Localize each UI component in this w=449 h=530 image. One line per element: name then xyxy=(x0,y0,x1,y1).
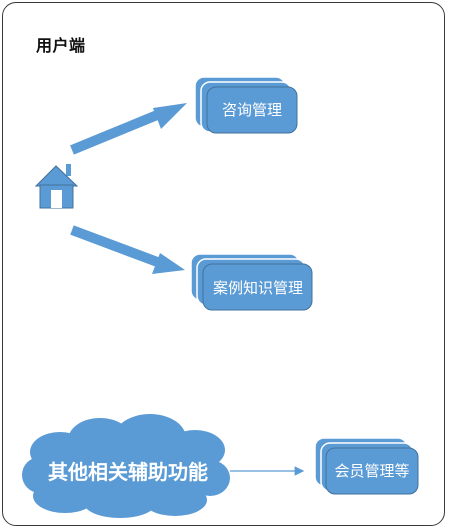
diagram-title: 用户端 xyxy=(36,36,86,55)
diagram-frame xyxy=(2,2,445,526)
consult-box-stack: 咨询管理 xyxy=(194,76,298,134)
consult-label: 咨询管理 xyxy=(222,101,282,119)
case-box-stack: 案例知识管理 xyxy=(190,253,313,311)
other-functions-cloud: 其他相关辅助功能 xyxy=(22,414,230,518)
member-label: 会员管理等 xyxy=(334,462,409,480)
case-label: 案例知识管理 xyxy=(213,279,303,297)
home-icon xyxy=(34,164,79,209)
arrow-to-case xyxy=(70,225,185,274)
other-functions-label: 其他相关辅助功能 xyxy=(48,460,208,484)
member-box-stack: 会员管理等 xyxy=(314,437,419,495)
arrow-to-consult xyxy=(70,103,187,155)
